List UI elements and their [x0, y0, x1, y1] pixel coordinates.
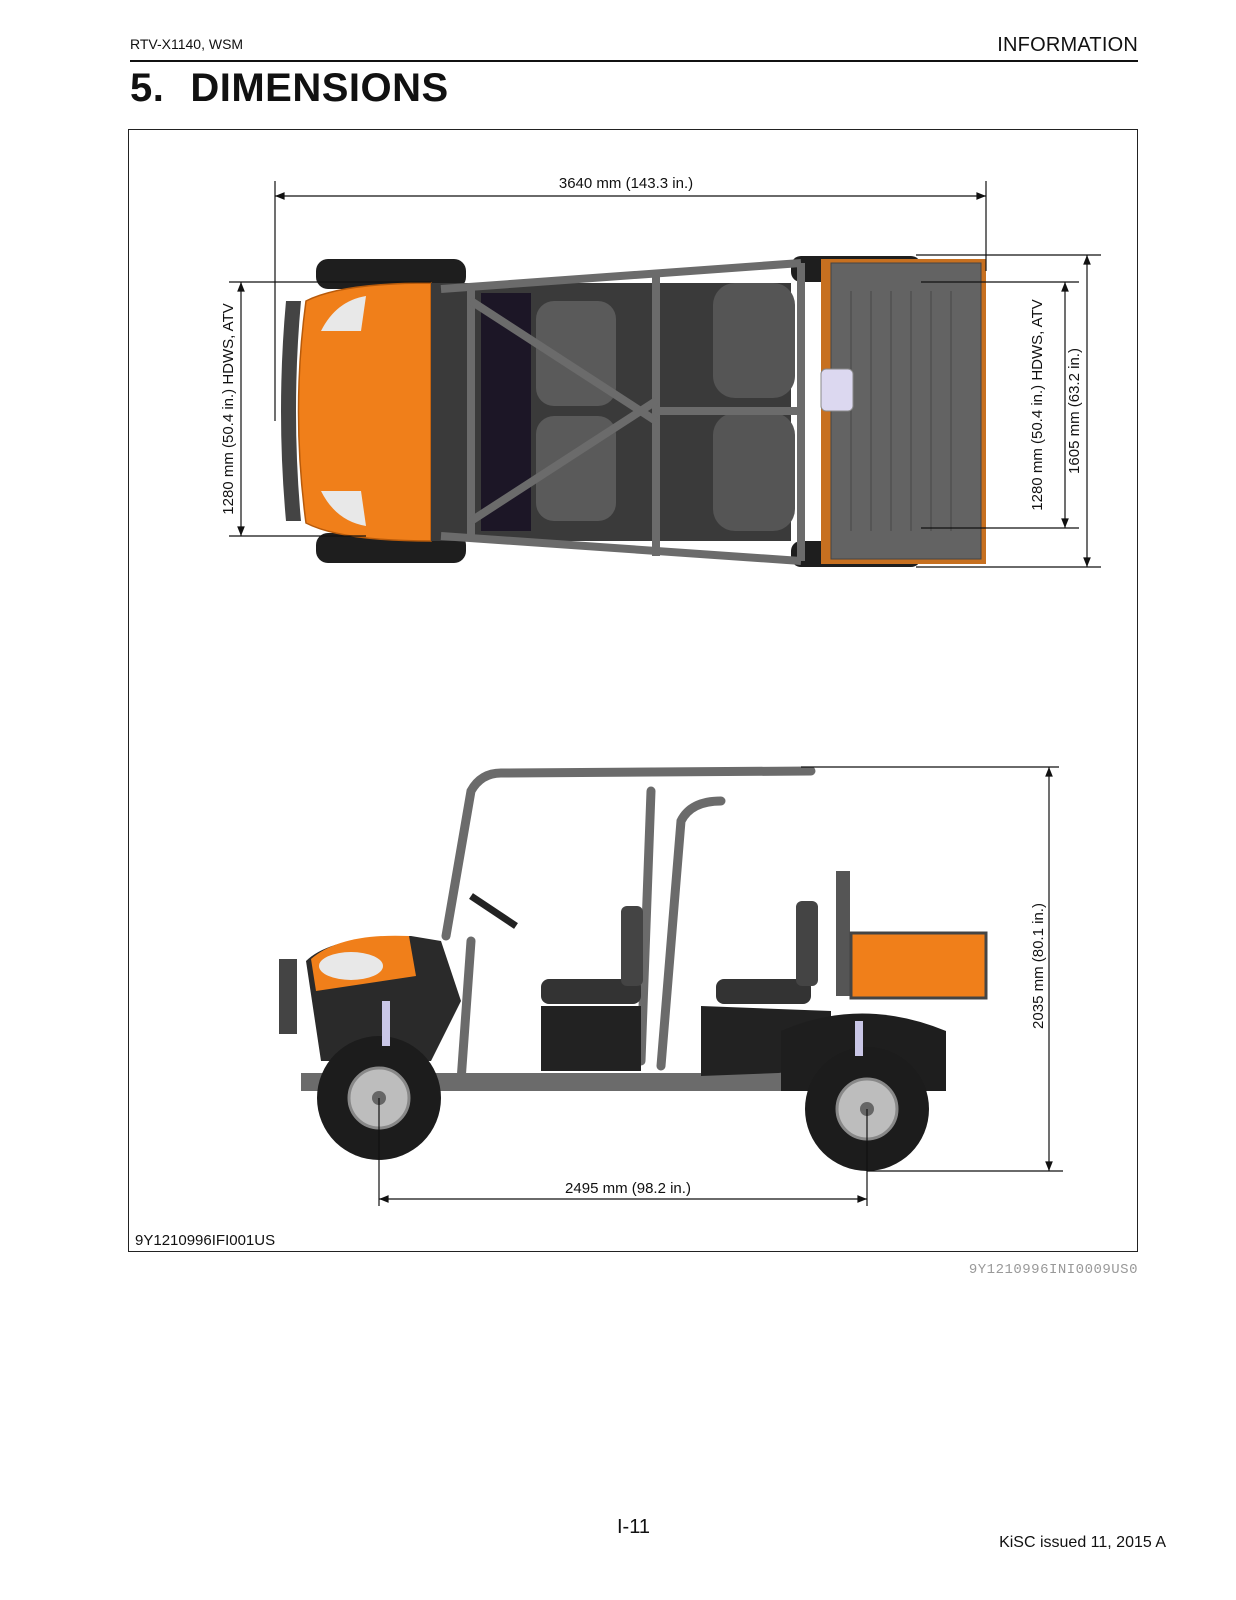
- front-tread-label: 1280 mm (50.4 in.) HDWS, ATV: [220, 303, 237, 514]
- issue-info: KiSC issued 11, 2015 A: [999, 1534, 1166, 1551]
- figure-code: 9Y1210996IFI001US: [135, 1232, 276, 1249]
- reference-code: 9Y1210996INI0009US0: [968, 1262, 1138, 1278]
- overall-length-label: 3640 mm (143.3 in.): [559, 175, 693, 192]
- header-rule: [130, 60, 1138, 62]
- page-number: I-11: [617, 1516, 650, 1538]
- page-title: 5. DIMENSIONS: [130, 66, 449, 111]
- wheelbase-label: 2495 mm (98.2 in.): [565, 1180, 691, 1197]
- header-model: RTV-X1140, WSM: [130, 36, 244, 52]
- header-section: INFORMATION: [997, 34, 1138, 56]
- section-number: 5.: [130, 66, 165, 110]
- side-view-vehicle: [279, 766, 988, 1171]
- overall-width-label: 1605 mm (63.2 in.): [1066, 348, 1083, 474]
- section-title: DIMENSIONS: [190, 66, 449, 110]
- dimensions-figure: 3640 mm (143.3 in.) 1280 mm (50.4 in.) H…: [128, 129, 1138, 1252]
- overall-height-label: 2035 mm (80.1 in.): [1030, 903, 1047, 1029]
- top-view-vehicle: [281, 256, 986, 567]
- rear-tread-label: 1280 mm (50.4 in.) HDWS, ATV: [1029, 299, 1046, 510]
